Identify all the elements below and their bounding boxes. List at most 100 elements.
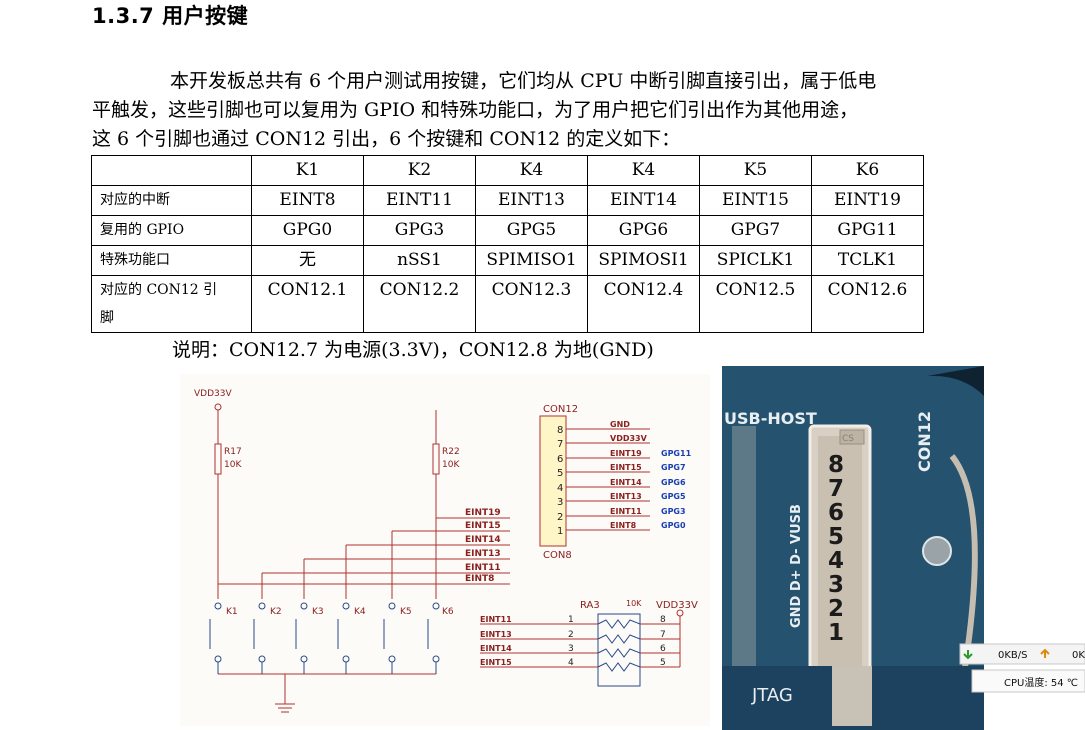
ra-pin: 8	[660, 615, 666, 625]
pin-digit: 2	[828, 596, 844, 622]
con-gpio: GPG6	[661, 478, 686, 487]
table-row: 复用的 GPIO GPG0 GPG3 GPG5 GPG6 GPG7 GPG11	[91, 215, 924, 246]
table-header-cell: K4	[475, 155, 588, 186]
table-cell: EINT19	[811, 185, 924, 216]
table-cell: SPIMISO1	[475, 245, 588, 276]
para-line-3: 这 6 个引脚也通过 CON12 引出，6 个按键和 CON12 的定义如下：	[92, 128, 681, 150]
row-label: 特殊功能口	[91, 245, 252, 276]
table-cell: CON12.5	[699, 275, 812, 333]
upload-arrow-icon	[1040, 648, 1050, 658]
row-label-line: 对应的 CON12 引	[100, 282, 218, 298]
con-pin: 7	[557, 439, 563, 450]
table-cell: GPG0	[251, 215, 364, 246]
resistor-r17	[214, 443, 222, 475]
table-header-cell: K5	[699, 155, 812, 186]
ra-pin: 5	[660, 658, 666, 668]
r22-label: R22	[442, 447, 460, 457]
con-pin: 4	[557, 483, 563, 494]
pin-digit: 7	[828, 476, 844, 502]
switch-k5	[383, 602, 396, 674]
table-row: 特殊功能口 无 nSS1 SPIMISO1 SPIMOSI1 SPICLK1 T…	[91, 245, 924, 276]
cpu-temp: CPU温度: 54 ℃	[1004, 676, 1078, 689]
resistor-r22	[432, 443, 440, 475]
table-cell: GPG6	[587, 215, 700, 246]
table-cell: CON12.4	[587, 275, 700, 333]
board-photo: USB-HOST CON12 GND D+ D- VUSB CS 8 7 6 5…	[722, 366, 984, 730]
download-arrow-icon	[963, 650, 973, 660]
table-cell: CON12.1	[251, 275, 364, 333]
table-cell: CON12.6	[811, 275, 924, 333]
pin-digit: 5	[828, 524, 844, 550]
con12-title: CON12	[543, 404, 578, 415]
table-header-cell: K4	[587, 155, 700, 186]
key-label: K5	[400, 607, 412, 617]
jtag-label: JTAG	[751, 685, 793, 706]
table-cell: EINT13	[475, 185, 588, 216]
con12-connector: CON12 CON8 8 7 6 5 4 3 2 1 GND VDD33V EI…	[539, 404, 692, 561]
table-header-cell: K2	[363, 155, 476, 186]
table-header-cell	[91, 155, 252, 186]
section-heading: 1.3.7 用户按键	[92, 4, 249, 28]
con-gpio: GPG7	[661, 463, 686, 472]
con-net: EINT15	[610, 463, 642, 472]
con-net: EINT13	[610, 492, 642, 501]
note-text: 说明：CON12.7 为电源(3.3V)，CON12.8 为地(GND)	[172, 339, 654, 361]
ra-pin: 6	[660, 644, 666, 654]
mount-hole	[922, 536, 952, 566]
con8-label: CON8	[543, 550, 572, 561]
ra-pin: 2	[568, 630, 574, 640]
ra3-value: 10K	[626, 599, 642, 608]
table-cell: CON12.2	[363, 275, 476, 333]
row-label: 对应的中断	[91, 185, 252, 216]
pin-digit: 6	[828, 500, 844, 526]
con-pin: 2	[557, 512, 563, 523]
r22-value: 10K	[442, 460, 460, 470]
pin-digit: 8	[828, 452, 844, 478]
vdd-label-left: VDD33V	[194, 389, 232, 399]
ra-pin: 4	[568, 658, 574, 668]
key-schematic: VDD33V R17 10K R22 10K EINT19 EINT15 EIN…	[180, 374, 710, 726]
vdd-terminal-left	[214, 403, 222, 411]
r17-label: R17	[224, 447, 242, 457]
bus-label: EINT19	[465, 508, 501, 518]
row-label: 复用的 GPIO	[91, 215, 252, 246]
switch-k3	[295, 602, 308, 674]
con-net: VDD33V	[610, 434, 648, 443]
key-label: K3	[312, 607, 324, 617]
key-label: K2	[270, 607, 282, 617]
con-pin: 1	[557, 526, 563, 537]
key-switches	[209, 602, 440, 674]
para-line-1-text: 本开发板总共有 6 个用户测试用按键，它们均从 CPU 中断引脚直接引出，属于低…	[170, 70, 877, 92]
r17-value: 10K	[224, 460, 242, 470]
bus-label: EINT11	[465, 563, 501, 573]
switch-k1	[209, 602, 222, 674]
network-monitor-widget[interactable]: 0KB/S 0K CPU温度: 54 ℃	[958, 636, 1085, 696]
switch-k6	[427, 602, 440, 674]
ra-net: EINT14	[480, 644, 512, 653]
con-net: EINT14	[610, 478, 642, 487]
con-net: EINT8	[610, 521, 637, 530]
table-cell: EINT14	[587, 185, 700, 216]
bus-label: EINT8	[465, 574, 494, 584]
bus-label: EINT15	[465, 521, 501, 531]
download-rate: 0KB/S	[998, 650, 1028, 661]
key-label: K6	[442, 607, 454, 617]
pin-digit: 4	[828, 548, 844, 574]
table-cell: SPIMOSI1	[587, 245, 700, 276]
table-cell: TCLK1	[811, 245, 924, 276]
key-definition-table: K1 K2 K4 K4 K5 K6 对应的中断 EINT8 EINT11 EIN…	[91, 155, 924, 333]
con-gpio: GPG5	[661, 492, 686, 501]
ra-net: EINT13	[480, 630, 512, 639]
ra3-resistor-array: RA3 10K VDD33V EINT11 EINT13 EINT14 EINT…	[480, 599, 698, 687]
table-header-cell: K6	[811, 155, 924, 186]
row-label-line: 脚	[100, 310, 114, 326]
key-label: K1	[226, 607, 238, 617]
key-label: K4	[354, 607, 366, 617]
table-cell: GPG7	[699, 215, 812, 246]
con-gpio: GPG11	[661, 449, 692, 458]
table-cell: EINT8	[251, 185, 364, 216]
table-cell: GPG11	[811, 215, 924, 246]
pin-digit: 3	[828, 572, 844, 598]
con12-silk-label: CON12	[915, 411, 934, 472]
con-gpio: GPG3	[661, 507, 686, 516]
